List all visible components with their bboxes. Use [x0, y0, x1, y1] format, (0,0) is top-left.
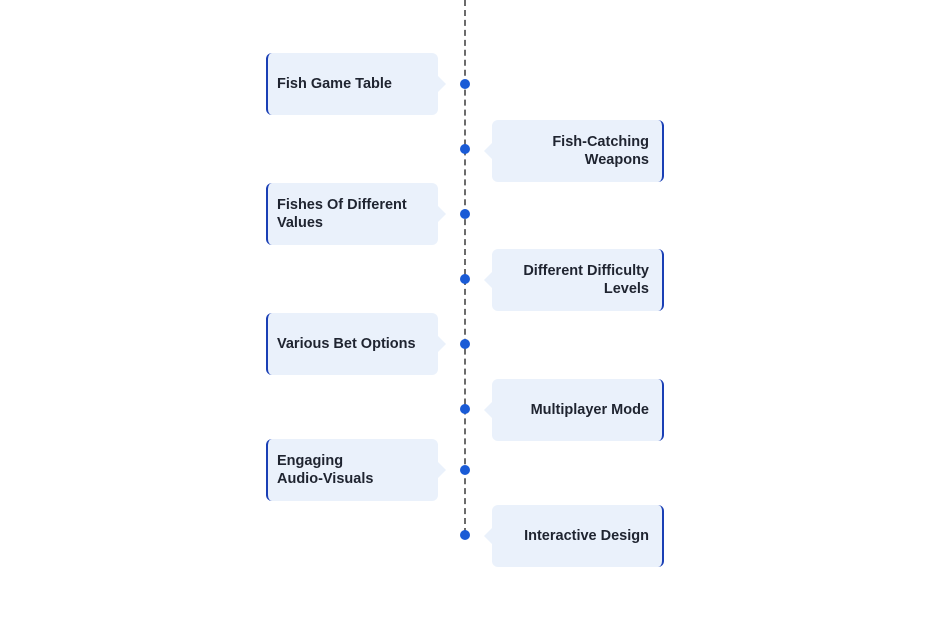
- timeline-card-label: Interactive Design: [524, 528, 649, 544]
- timeline-card-multiplayer-mode[interactable]: Multiplayer Mode: [484, 379, 664, 441]
- timeline-card-label: Fish-Catching Weapons: [552, 134, 649, 168]
- timeline-card-engaging-audio-visuals[interactable]: Engaging Audio-Visuals: [266, 439, 446, 501]
- timeline-node-4: [460, 274, 470, 284]
- timeline-card-interactive-design[interactable]: Interactive Design: [484, 505, 664, 567]
- timeline-card-label: Various Bet Options: [277, 336, 416, 352]
- timeline-node-1: [460, 79, 470, 89]
- timeline-card-label: Multiplayer Mode: [530, 402, 649, 418]
- timeline-node-6: [460, 404, 470, 414]
- timeline-axis: [464, 0, 466, 534]
- timeline-card-various-bet-options[interactable]: Various Bet Options: [266, 313, 446, 375]
- timeline-node-8: [460, 530, 470, 540]
- timeline-card-different-difficulty-levels[interactable]: Different Difficulty Levels: [484, 249, 664, 311]
- timeline-card-label: Engaging Audio-Visuals: [277, 453, 374, 487]
- timeline-card-fish-catching-weapons[interactable]: Fish-Catching Weapons: [484, 120, 664, 182]
- timeline-card-label: Fish Game Table: [277, 76, 392, 92]
- timeline-node-3: [460, 209, 470, 219]
- timeline-node-7: [460, 465, 470, 475]
- timeline-node-2: [460, 144, 470, 154]
- timeline-card-fishes-of-different-values[interactable]: Fishes Of Different Values: [266, 183, 446, 245]
- timeline-node-5: [460, 339, 470, 349]
- timeline-card-fish-game-table[interactable]: Fish Game Table: [266, 53, 446, 115]
- timeline-card-label: Different Difficulty Levels: [523, 263, 649, 297]
- timeline-card-label: Fishes Of Different Values: [277, 197, 407, 231]
